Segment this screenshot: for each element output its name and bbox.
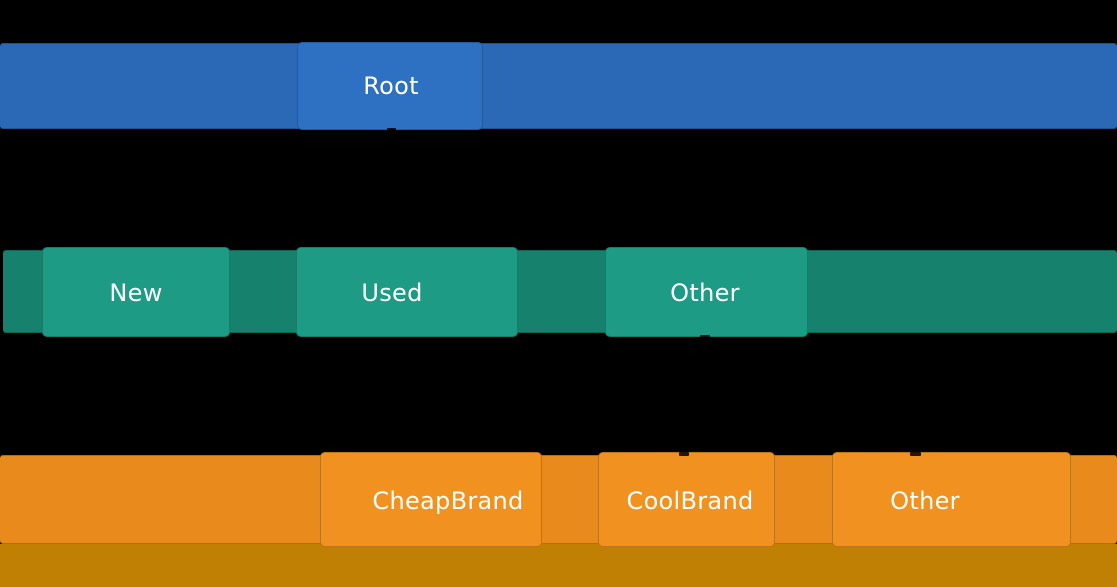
level-root-base-band — [0, 43, 1117, 129]
node-label-cheapbrand: CheapBrand — [372, 487, 524, 515]
node-label-root: Root — [363, 72, 419, 100]
node-used — [296, 247, 518, 337]
node-label-coolbrand: CoolBrand — [626, 487, 754, 515]
node-label-used: Used — [361, 279, 423, 307]
connector-stub-0 — [387, 128, 396, 132]
bottom-cutoff-band — [0, 544, 1117, 587]
node-cheapbrand — [320, 452, 542, 547]
node-root — [297, 42, 483, 130]
node-label-new: New — [109, 279, 163, 307]
connector-stub-3 — [910, 452, 921, 456]
connector-stub-2 — [679, 452, 689, 456]
node-new — [42, 247, 230, 337]
node-label-other-brand: Other — [890, 487, 960, 515]
node-label-other-condition: Other — [670, 279, 740, 307]
connector-stub-1 — [700, 335, 710, 339]
node-other-brand — [832, 452, 1071, 547]
node-coolbrand — [598, 452, 775, 547]
